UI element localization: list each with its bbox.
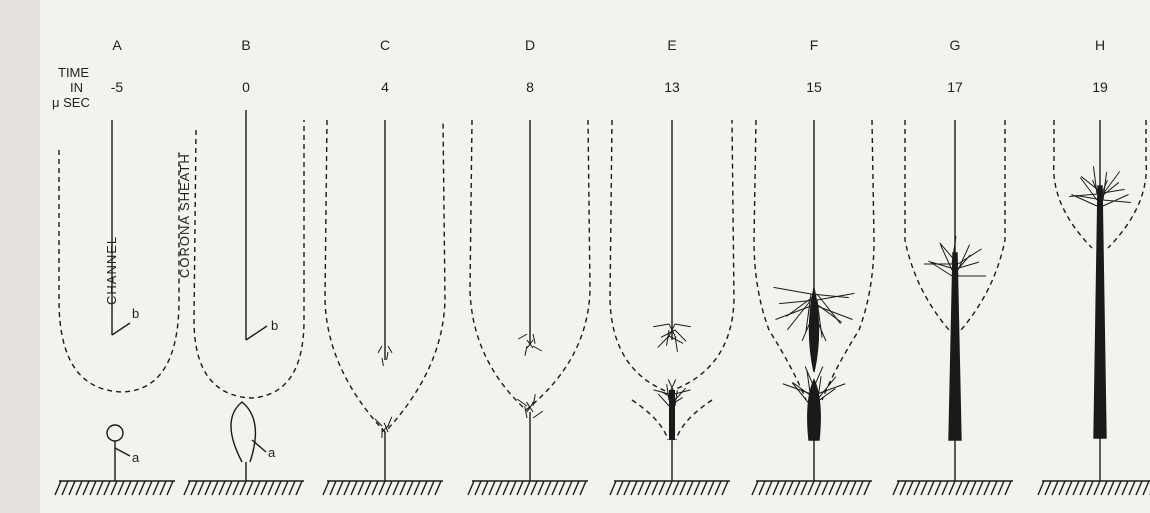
time-label-line3: μ SEC — [52, 95, 90, 110]
frame-time-H: 19 — [1092, 79, 1108, 95]
label-a-b: a — [268, 445, 276, 460]
frame-letter-G: G — [950, 37, 961, 53]
corona-sheath-label: CORONA SHEATH — [177, 153, 192, 278]
frame-letter-B: B — [241, 37, 250, 53]
frame-time-D: 8 — [526, 79, 534, 95]
label-a-a: a — [132, 450, 140, 465]
time-label-line1: TIME — [58, 65, 89, 80]
return-stroke-E — [669, 390, 675, 440]
frame-letter-D: D — [525, 37, 535, 53]
frame-time-B: 0 — [242, 79, 250, 95]
time-label-line2: IN — [70, 80, 83, 95]
channel-label: CHANNEL — [104, 236, 119, 305]
frame-letter-C: C — [380, 37, 390, 53]
frame-time-E: 13 — [664, 79, 680, 95]
frame-letter-E: E — [667, 37, 676, 53]
label-b-b: b — [271, 318, 278, 333]
frame-time-G: 17 — [947, 79, 963, 95]
frame-letter-H: H — [1095, 37, 1105, 53]
frame-time-F: 15 — [806, 79, 822, 95]
frame-time-C: 4 — [381, 79, 389, 95]
frame-letter-F: F — [810, 37, 819, 53]
frame-time-A: -5 — [111, 79, 124, 95]
label-b-a: b — [132, 306, 139, 321]
frame-letter-A: A — [112, 37, 122, 53]
